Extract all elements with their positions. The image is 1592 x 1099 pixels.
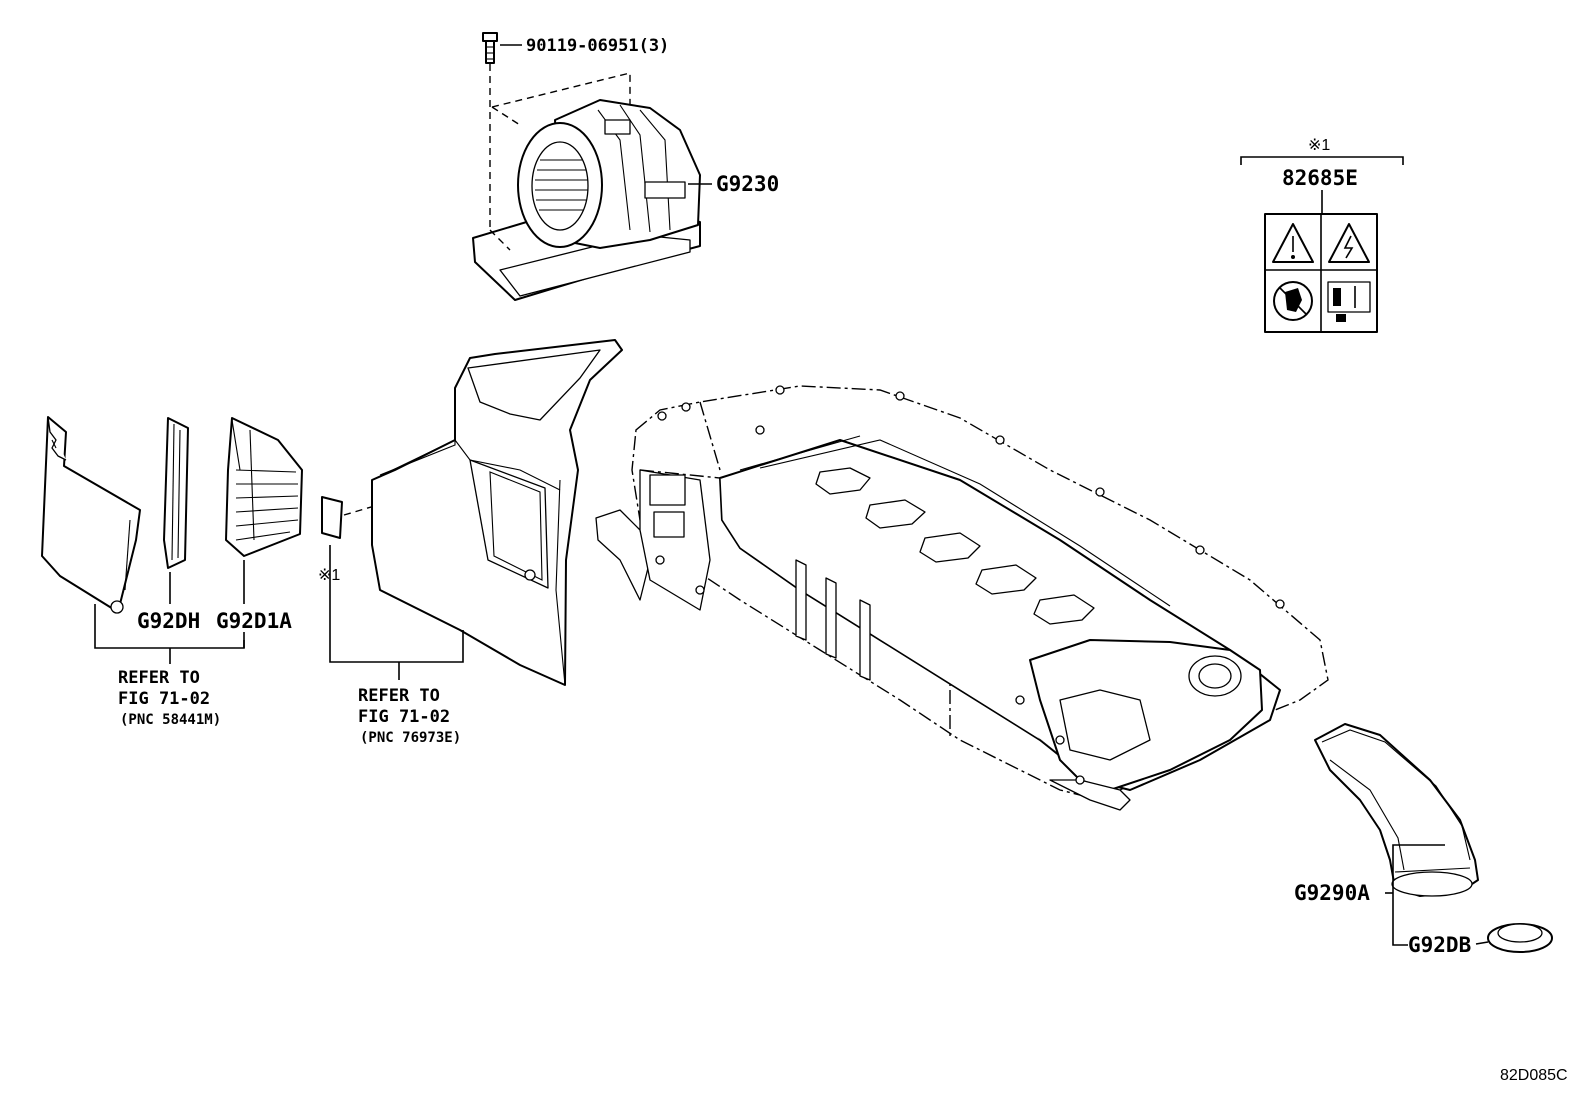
left-intake-duct[interactable] [225,417,303,557]
left-ref-line3: (PNC 58441M) [120,712,221,728]
bolt-part[interactable] [482,32,498,64]
blower-part-number[interactable]: G9230 [716,172,779,196]
hybrid-battery-assembly [595,385,1329,811]
left-duct-part-number[interactable]: G92D1A [216,609,292,633]
blower-assembly[interactable] [472,72,701,301]
rear-duct[interactable] [1314,723,1479,897]
left-cover-panel[interactable] [41,416,141,614]
seal-leader-line [1475,941,1489,945]
middle-ref-line1: REFER TO [358,686,440,706]
middle-ref-line3: (PNC 76973E) [360,730,461,746]
left-seal-strip[interactable] [163,417,189,569]
diagram-code: 82D085C [1500,1067,1568,1084]
rear-duct-bracket [1392,844,1445,946]
no-touch-icon [1273,281,1313,321]
caution-triangle-icon [1272,223,1314,263]
left-ref-line2: FIG 71-02 [118,689,210,709]
label-part-number[interactable]: 82685E [1282,166,1358,190]
small-label-sticker[interactable] [321,496,343,539]
middle-reference-bracket [329,545,464,663]
middle-ref-line2: FIG 71-02 [358,707,450,727]
left-ref-line1: REFER TO [118,668,200,688]
warning-label-sticker[interactable] [1264,213,1378,333]
label-note-mark: ※1 [1308,137,1330,154]
label-bracket [1240,156,1404,165]
rear-duct-part-number[interactable]: G9290A [1294,881,1370,905]
left-cover-part-number[interactable]: G92DH [137,609,200,633]
bolt-part-number[interactable]: 90119-06951(3) [526,36,669,56]
rear-duct-seal[interactable] [1487,923,1553,953]
high-voltage-icon [1328,223,1370,263]
battery-manual-icon [1327,281,1371,322]
seal-part-number[interactable]: G92DB [1408,933,1471,957]
side-trim-panel[interactable] [371,339,623,686]
